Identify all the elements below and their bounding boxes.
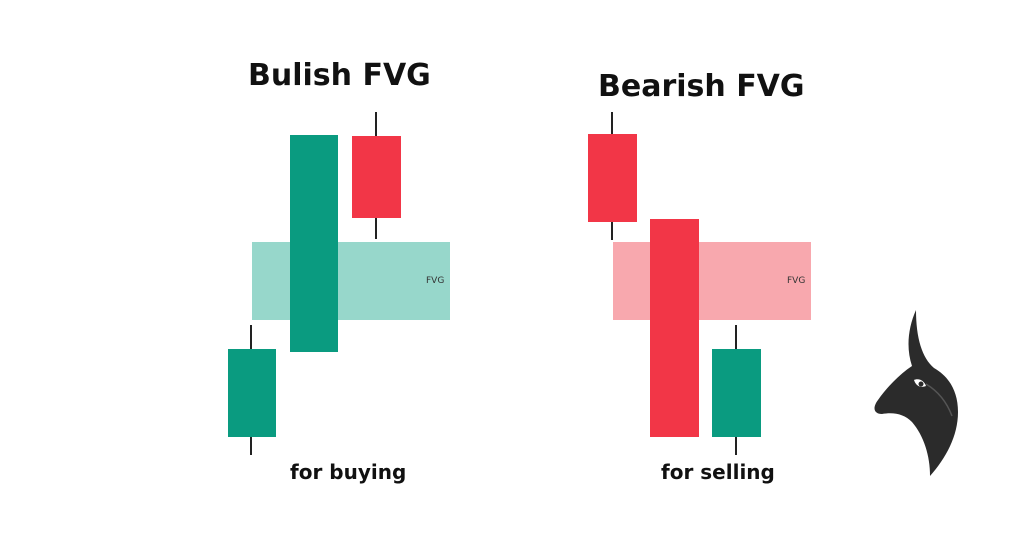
bullish-candle-1: [228, 349, 276, 437]
bearish-fvg-title: Bearish FVG: [598, 69, 805, 104]
bullish-caption: for buying: [290, 460, 407, 484]
bearish-candle-2: [650, 219, 699, 437]
bearish-candle-3: [712, 349, 761, 437]
bullish-fvg-zone: [252, 242, 450, 320]
bullish-candle-2: [290, 135, 338, 352]
bearish-candle-1: [588, 134, 637, 222]
bearish-fvg-zone-label: FVG: [787, 276, 806, 286]
bullish-candle-3: [352, 136, 401, 218]
bullish-fvg-title: Bulish FVG: [248, 58, 431, 93]
bearish-fvg-zone: [613, 242, 811, 320]
bearish-caption: for selling: [661, 460, 775, 484]
bull-head-icon: [868, 308, 964, 480]
bullish-fvg-zone-label: FVG: [426, 276, 445, 286]
